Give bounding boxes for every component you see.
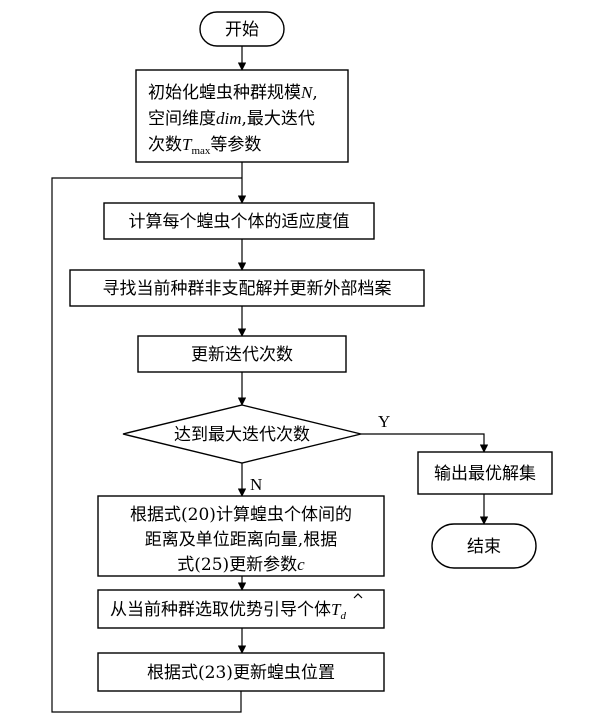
distance-line2: 距离及单位距离向量,根据 xyxy=(145,530,337,550)
output-label: 输出最优解集 xyxy=(434,464,536,484)
fitness-label: 计算每个蝗虫个体的适应度值 xyxy=(129,212,350,232)
init-line1: 初始化蝗虫种群规模N, xyxy=(148,83,318,103)
hat-accent xyxy=(353,593,363,599)
update-position-node: 根据式(23)更新蝗虫位置 xyxy=(97,652,385,692)
end-node: 结束 xyxy=(431,523,537,569)
end-label: 结束 xyxy=(467,537,501,557)
loop-back-line xyxy=(51,177,242,713)
output-node: 输出最优解集 xyxy=(417,451,553,495)
init-line2: 空间维度dim,最大迭代 xyxy=(148,109,315,129)
archive-label: 寻找当前种群非支配解并更新外部档案 xyxy=(103,279,392,299)
distance-line3: 式(25)更新参数c xyxy=(177,555,305,575)
decision-label: 达到最大迭代次数 xyxy=(174,425,310,445)
update-iter-node: 更新迭代次数 xyxy=(137,335,347,373)
init-line3: 次数Tmax等参数 xyxy=(148,135,261,157)
start-node: 开始 xyxy=(199,11,285,47)
start-label: 开始 xyxy=(225,20,259,40)
distance-node: 根据式(20)计算蝗虫个体间的 距离及单位距离向量,根据 式(25)更新参数c xyxy=(97,495,385,577)
distance-line1: 根据式(20)计算蝗虫个体间的 xyxy=(130,505,352,525)
decision-node: 达到最大迭代次数 xyxy=(122,404,362,464)
fitness-node: 计算每个蝗虫个体的适应度值 xyxy=(103,202,375,240)
select-node: 从当前种群选取优势引导个体Td xyxy=(97,589,385,629)
yes-label: Y xyxy=(378,412,390,431)
init-node: 初始化蝗虫种群规模N, 空间维度dim,最大迭代 次数Tmax等参数 xyxy=(135,69,349,163)
update-position-label: 根据式(23)更新蝗虫位置 xyxy=(147,663,335,683)
arrow-decision-output xyxy=(361,433,489,453)
update-iter-label: 更新迭代次数 xyxy=(191,345,293,365)
no-label: N xyxy=(250,475,262,494)
select-label: 从当前种群选取优势引导个体Td xyxy=(110,600,346,622)
archive-node: 寻找当前种群非支配解并更新外部档案 xyxy=(69,269,425,307)
